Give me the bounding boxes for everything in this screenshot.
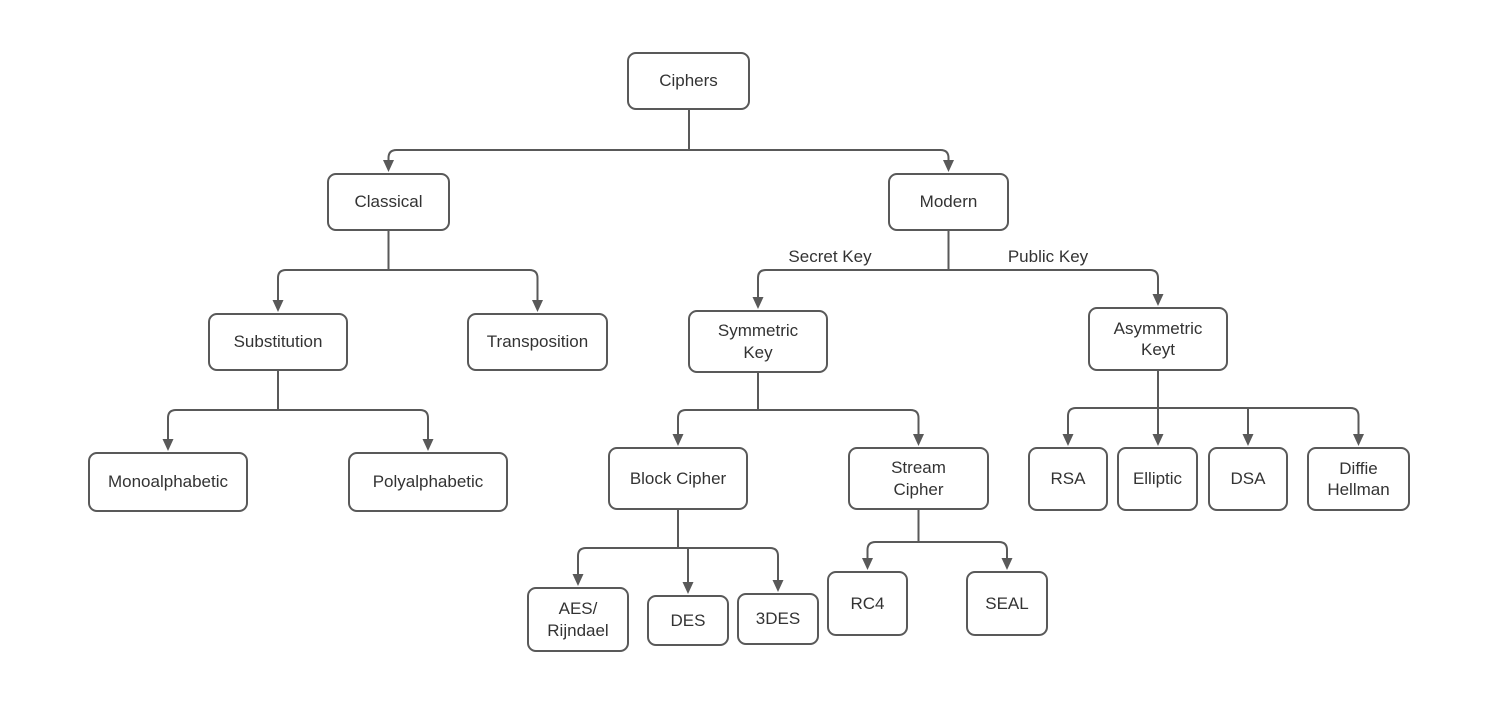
edge-classical-children xyxy=(277,229,539,302)
node-dsa[interactable]: DSA xyxy=(1208,447,1288,511)
arrowhead xyxy=(1242,434,1254,446)
node-ciphers[interactable]: Ciphers xyxy=(627,52,750,110)
arrowhead xyxy=(913,434,924,446)
arrowhead xyxy=(1152,434,1164,446)
node-rc4[interactable]: RC4 xyxy=(827,571,908,636)
node-diffie-hellman[interactable]: Diffie Hellman xyxy=(1307,447,1410,511)
arrowhead xyxy=(162,439,174,451)
node-rsa[interactable]: RSA xyxy=(1028,447,1108,511)
arrowhead xyxy=(1001,558,1013,570)
node-block-cipher[interactable]: Block Cipher xyxy=(608,447,748,510)
node-symmetric-key[interactable]: Symmetric Key xyxy=(688,310,828,373)
edge-label-public-key[interactable]: Public Key xyxy=(1005,247,1091,267)
node-transposition[interactable]: Transposition xyxy=(467,313,608,371)
node-des[interactable]: DES xyxy=(647,595,729,646)
edge-stream-children xyxy=(866,509,1008,560)
node-elliptic[interactable]: Elliptic xyxy=(1117,447,1198,511)
node-asymmetric-keyt[interactable]: Asymmetric Keyt xyxy=(1088,307,1228,371)
arrowhead xyxy=(272,300,284,312)
arrowhead xyxy=(752,297,764,309)
arrowhead xyxy=(862,558,873,570)
node-3des[interactable]: 3DES xyxy=(737,593,819,645)
arrowhead xyxy=(422,439,434,451)
node-aes-rijndael[interactable]: AES/ Rijndael xyxy=(527,587,629,652)
edge-substitution-children xyxy=(167,369,429,441)
edge-symmetric-children xyxy=(677,372,920,436)
arrowhead xyxy=(772,580,784,592)
arrowhead xyxy=(1062,434,1074,446)
arrowhead xyxy=(672,434,684,446)
node-substitution[interactable]: Substitution xyxy=(208,313,348,371)
arrowhead xyxy=(1353,434,1364,446)
arrowhead xyxy=(532,300,543,312)
edge-ciphers-children xyxy=(387,109,950,162)
edge-asymmetric-children xyxy=(1067,370,1360,436)
edge-block-children xyxy=(577,509,779,584)
edge-label-secret-key[interactable]: Secret Key xyxy=(786,247,874,267)
node-modern[interactable]: Modern xyxy=(888,173,1009,231)
node-classical[interactable]: Classical xyxy=(327,173,450,231)
arrowhead xyxy=(1152,294,1164,306)
node-polyalphabetic[interactable]: Polyalphabetic xyxy=(348,452,508,512)
arrowhead xyxy=(572,574,584,586)
arrowhead xyxy=(383,160,394,172)
node-stream-cipher[interactable]: Stream Cipher xyxy=(848,447,989,510)
node-monoalphabetic[interactable]: Monoalphabetic xyxy=(88,452,248,512)
node-seal[interactable]: SEAL xyxy=(966,571,1048,636)
arrowhead xyxy=(943,160,954,172)
arrowhead xyxy=(682,582,694,594)
